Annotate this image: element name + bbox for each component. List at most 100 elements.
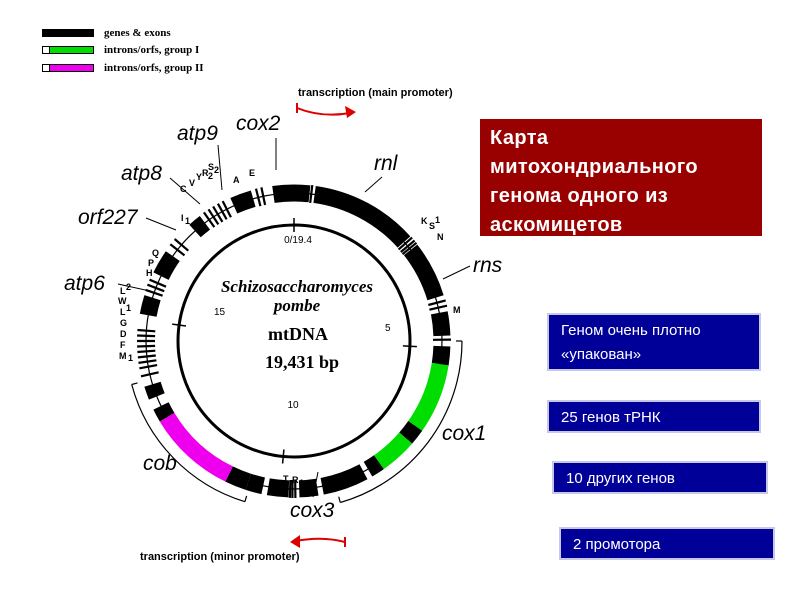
trna-tick-i1 xyxy=(169,243,186,257)
trna-S1: S xyxy=(429,221,435,231)
trna-Q: Q xyxy=(152,248,159,258)
transcription-main-arrow xyxy=(296,107,351,116)
segment-rnl-a xyxy=(313,185,411,248)
segment-cox1-a xyxy=(431,345,451,366)
trna-tick-a xyxy=(254,188,262,207)
leader-orf227 xyxy=(145,217,177,231)
leader-rnl xyxy=(364,176,383,193)
leader-cox3 xyxy=(312,471,319,498)
trna-I1: I xyxy=(181,213,184,223)
trna-S2-sub: 2 xyxy=(214,165,219,175)
legend-swatch-group2 xyxy=(42,64,94,72)
segment-atp6 xyxy=(139,295,161,317)
trna-R2-sub: 2 xyxy=(208,171,213,181)
trna-tick-r1b xyxy=(288,479,292,498)
trna-S1-sub: 1 xyxy=(435,215,440,225)
trna-R1: R xyxy=(292,475,299,485)
transcription-minor-label: transcription (minor promoter) xyxy=(140,551,300,563)
legend-group2: introns/orfs, group II xyxy=(42,62,204,74)
transcription-minor-arrowhead xyxy=(290,535,300,548)
info-other-genes: 10 других генов xyxy=(552,461,768,494)
scale-tick-1 xyxy=(402,345,417,348)
trna-G: G xyxy=(120,318,127,328)
legend-label-genes: genes & exons xyxy=(104,27,171,39)
bracket-cox1-cap-end xyxy=(338,496,341,503)
trna-tick-p xyxy=(147,283,165,293)
info-trna-count-text: 25 генов тРНК xyxy=(561,409,661,426)
trna-R1-sub: 1 xyxy=(299,478,304,488)
info-packed-text: Геном очень плотно «упакован» xyxy=(561,322,701,363)
gene-cox3: cox3 xyxy=(290,499,335,522)
segment-atp8 xyxy=(189,216,211,238)
scale-ticks xyxy=(172,218,417,464)
trna-tick-v xyxy=(207,208,220,225)
segment-cob-c xyxy=(153,402,175,422)
transcription-main-label: transcription (main promoter) xyxy=(298,87,453,99)
trna-M: M xyxy=(453,305,461,315)
transcription-minor-arrow xyxy=(295,537,346,543)
bracket-cob xyxy=(131,384,246,503)
gene-segments xyxy=(139,184,451,498)
trna-tick-i1b xyxy=(173,238,190,252)
scale-tick-2 xyxy=(281,449,285,464)
segment-cox1-d xyxy=(320,464,368,495)
trna-E: E xyxy=(249,168,255,178)
trna-R2: R xyxy=(202,168,209,178)
trna-K: K xyxy=(421,216,428,226)
gene-cob: cob xyxy=(143,452,177,475)
segment-cox1-b xyxy=(399,420,423,444)
trna-P: P xyxy=(148,258,154,268)
trna-L1-sub: 1 xyxy=(126,303,131,313)
segment-cob-intron xyxy=(159,412,233,482)
trna-V: V xyxy=(189,178,195,188)
trna-tick-m1 xyxy=(140,371,159,378)
title-text: Карта митохондриального генома одного из… xyxy=(490,127,698,236)
trna-tick-s1 xyxy=(400,239,416,253)
trna-H: H xyxy=(146,268,153,278)
segment-cox1-c xyxy=(363,455,384,477)
gene-rns: rns xyxy=(473,254,503,277)
legend-swatch-genes xyxy=(42,29,94,37)
legend-label-group1: introns/orfs, group I xyxy=(104,44,200,56)
trna-tick-l xyxy=(428,299,446,307)
bracket-cob-cap-end xyxy=(131,382,138,386)
trna-F: F xyxy=(120,340,126,350)
trna-D: D xyxy=(120,329,127,339)
legend-label-group2: introns/orfs, group II xyxy=(104,62,204,74)
segment-cox1-intron1 xyxy=(408,362,449,431)
trna-C: C xyxy=(180,184,187,194)
trna-L2-sub: 2 xyxy=(126,282,131,292)
trna-Y: Y xyxy=(196,172,202,182)
trna-tick-d xyxy=(138,359,157,364)
leader-atp8 xyxy=(169,177,201,205)
info-promoters: 2 промотора xyxy=(559,527,775,560)
trna-tick-e xyxy=(309,184,314,204)
transcript-brackets xyxy=(131,340,463,504)
transcription-main-arrowhead xyxy=(345,106,356,118)
legend-genes: genes & exons xyxy=(42,27,171,39)
scale-tick-3 xyxy=(172,323,187,327)
gene-cox1: cox1 xyxy=(442,422,486,445)
gene-rnl: rnl xyxy=(374,152,399,175)
info-packed: Геном очень плотно «упакован» xyxy=(547,313,761,371)
trna-L1: L xyxy=(120,307,126,317)
scale-label-10: 10 xyxy=(287,400,299,411)
segment-cob-d xyxy=(144,381,165,400)
info-trna-count: 25 генов тРНК xyxy=(547,400,761,433)
segment-cox1-intron2 xyxy=(373,432,413,470)
bracket-cob-cap-start xyxy=(244,495,248,502)
genome-size: 19,431 bp xyxy=(265,352,339,372)
trna-tick-x xyxy=(137,334,156,338)
organism-line1: Schizosaccharomyces xyxy=(221,277,373,296)
trna-tick-y xyxy=(212,205,224,223)
legend-group1: introns/orfs, group I xyxy=(42,44,199,56)
trna-tick-x2 xyxy=(137,328,156,333)
scale-label-0: 0/19.4 xyxy=(284,235,312,246)
trna-tick-w xyxy=(137,344,156,348)
trna-tick-f xyxy=(139,364,158,370)
segment-orf227 xyxy=(153,251,180,280)
title-panel: Карта митохондриального генома одного из… xyxy=(480,119,762,236)
info-other-genes-text: 10 других генов xyxy=(566,470,675,487)
trna-L2: L xyxy=(120,286,126,296)
